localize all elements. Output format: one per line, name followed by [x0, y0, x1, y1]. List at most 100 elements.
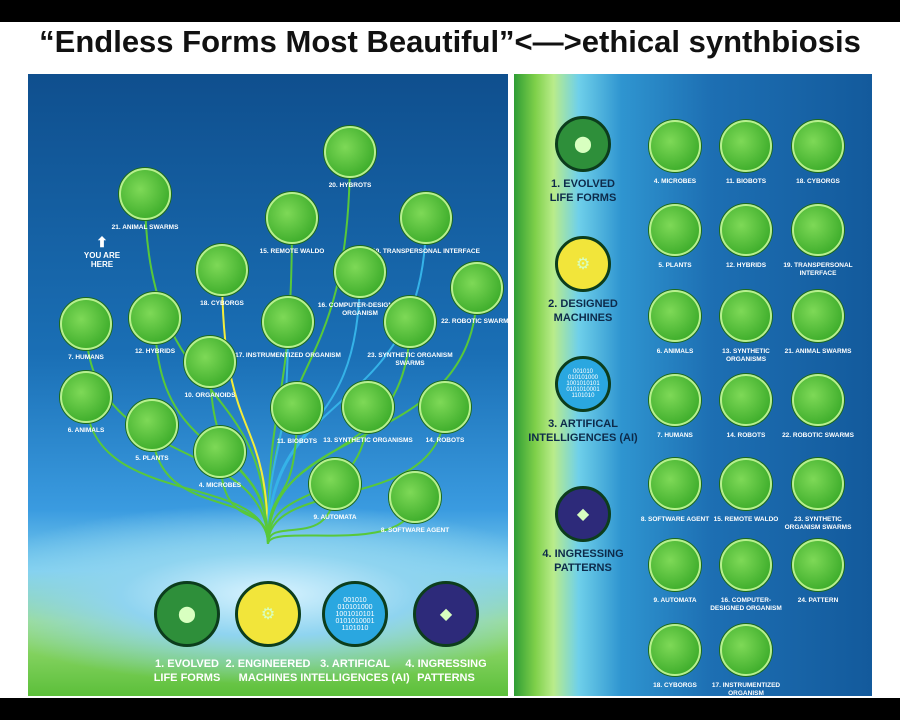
category-1-evolved-life-forms: ⬤ [555, 116, 611, 172]
node-label: 12. Hybrids [134, 348, 176, 355]
node-18-cyborgs [196, 244, 248, 296]
node-label: 13. Synthetic Organisms [323, 437, 413, 444]
node-6-animals [60, 371, 112, 423]
category-3-artifical-intelligences-ai: 001010 010101000 1001010101 0101010001 1… [555, 356, 611, 412]
node-8-software-agent [389, 471, 441, 523]
cells-icon: ⬤ [178, 606, 196, 623]
slide: “Endless Forms Most Beautiful”<—>ethical… [0, 22, 900, 698]
node-10-organoids [184, 336, 236, 388]
grid-node-label: 11. Biobots [725, 178, 767, 185]
category-2-designed-machines: ⚙ [555, 236, 611, 292]
connection-line [267, 407, 298, 545]
grid-node-24-pattern [792, 539, 844, 591]
grid-node-label: 12. Hybrids [725, 262, 767, 269]
node-label: 15. Remote Waldo [259, 248, 325, 255]
gear-icon: ⚙ [260, 606, 276, 623]
pattern-icon: ◆ [439, 606, 453, 623]
grid-node-label: 24. Pattern [797, 597, 839, 604]
node-label: 19. Transpersonal Interface [372, 248, 480, 255]
node-16-computer-designed-organism [334, 246, 386, 298]
grid-node-22-robotic-swarms [792, 374, 844, 426]
grid-node-16-computer-designed-organism [720, 539, 772, 591]
node-label: 18. Cyborgs [200, 300, 244, 307]
node-14-robots [419, 381, 471, 433]
node-label: 17. Instrumentized Organism [235, 352, 341, 359]
node-11-biobots [271, 382, 323, 434]
node-13-synthetic-organisms [342, 381, 394, 433]
grid-node-label: 16. Computer-Designed Organism [710, 597, 782, 612]
node-label: 4. Microbes [198, 482, 242, 489]
evolution-tree-panel: ⬆ YOU ARE HERE 21. Animal Swarms 20. Hybr… [28, 74, 508, 696]
grid-node-label: 19. Transpersonal Interface [783, 262, 853, 277]
gear-icon: ⚙ [575, 256, 591, 273]
pattern-icon: ◆ [576, 506, 590, 523]
node-label: 21. Animal Swarms [111, 224, 179, 231]
node-label: 8. Software Agent [380, 527, 450, 534]
grid-node-21-animal-swarms [792, 290, 844, 342]
node-9-automata [309, 458, 361, 510]
node-4-microbes [194, 426, 246, 478]
grid-node-9-automata [649, 539, 701, 591]
node-label: 9. Automata [313, 514, 357, 521]
grid-node-label: 18. Cyborgs [796, 178, 840, 185]
grid-node-7-humans [649, 374, 701, 426]
category-4-ingressing-patterns: ◆ [413, 581, 479, 647]
arrow-up-icon: ⬆ [96, 234, 108, 250]
node-label: 22. Robotic Swarms [441, 318, 508, 325]
node-12-hybrids [129, 292, 181, 344]
grid-node-label: 9. Automata [653, 597, 697, 604]
grid-node-label: 7. Humans [657, 432, 693, 439]
slide-title: “Endless Forms Most Beautiful”<—>ethical… [39, 24, 861, 59]
you-are-here-marker: ⬆ YOU ARE HERE [72, 234, 132, 269]
node-22-robotic-swarms [451, 262, 503, 314]
grid-node-label: 13. Synthetic Organisms [722, 348, 770, 363]
grid-node-label: 4. Microbes [653, 178, 697, 185]
grid-node-15-remote-waldo [720, 458, 772, 510]
node-label: 5. Plants [135, 455, 169, 462]
node-20-hybrots [324, 126, 376, 178]
grid-node-17-instrumentized-organism [720, 624, 772, 676]
grid-node-label: 8. Software Agent [640, 516, 710, 523]
node-label: 16. Computer-Designed Organism [317, 302, 403, 317]
grid-node-13-synthetic-organisms [720, 290, 772, 342]
grid-node-label: 17. Instrumentized Organism [711, 682, 781, 696]
connection-line [267, 321, 289, 545]
cells-icon: ⬤ [574, 136, 592, 153]
category-3-artifical-intelligences-ai: 001010 010101000 1001010101 0101010001 1… [322, 581, 388, 647]
grid-node-19-transpersonal-interface [792, 204, 844, 256]
connection-line [221, 269, 269, 545]
category-1-evolved-life-forms: ⬤ [154, 581, 220, 647]
grid-node-label: 18. Cyborgs [653, 682, 697, 689]
binary-text: 001010 010101000 1001010101 0101010001 1… [566, 369, 600, 399]
node-label: 11. Biobots [276, 438, 318, 445]
node-7-humans [60, 298, 112, 350]
binary-text: 001010 010101000 1001010101 0101010001 1… [335, 596, 375, 632]
grid-node-14-robots [720, 374, 772, 426]
connection-line [267, 321, 411, 545]
node-23-synthetic-organism-swarms [384, 296, 436, 348]
node-5-plants [126, 399, 178, 451]
grid-node-4-microbes [649, 120, 701, 172]
node-label: 20. Hybrots [328, 182, 372, 189]
grid-node-23-synthetic-organism-swarms [792, 458, 844, 510]
grid-node-6-animals [649, 290, 701, 342]
grid-node-label: 14. Robots [726, 432, 766, 439]
node-17-instrumentized-organism [262, 296, 314, 348]
category-4-ingressing-patterns: ◆ [555, 486, 611, 542]
node-label: 6. Animals [67, 427, 105, 434]
grid-node-18-cyborgs [792, 120, 844, 172]
grid-node-label: 15. Remote Waldo [713, 516, 779, 523]
grid-node-5-plants [649, 204, 701, 256]
node-label: 23. Synthetic Organism Swarms [367, 352, 453, 367]
grid-node-8-software-agent [649, 458, 701, 510]
node-19-transpersonal-interface [400, 192, 452, 244]
grid-node-label: 6. Animals [656, 348, 694, 355]
